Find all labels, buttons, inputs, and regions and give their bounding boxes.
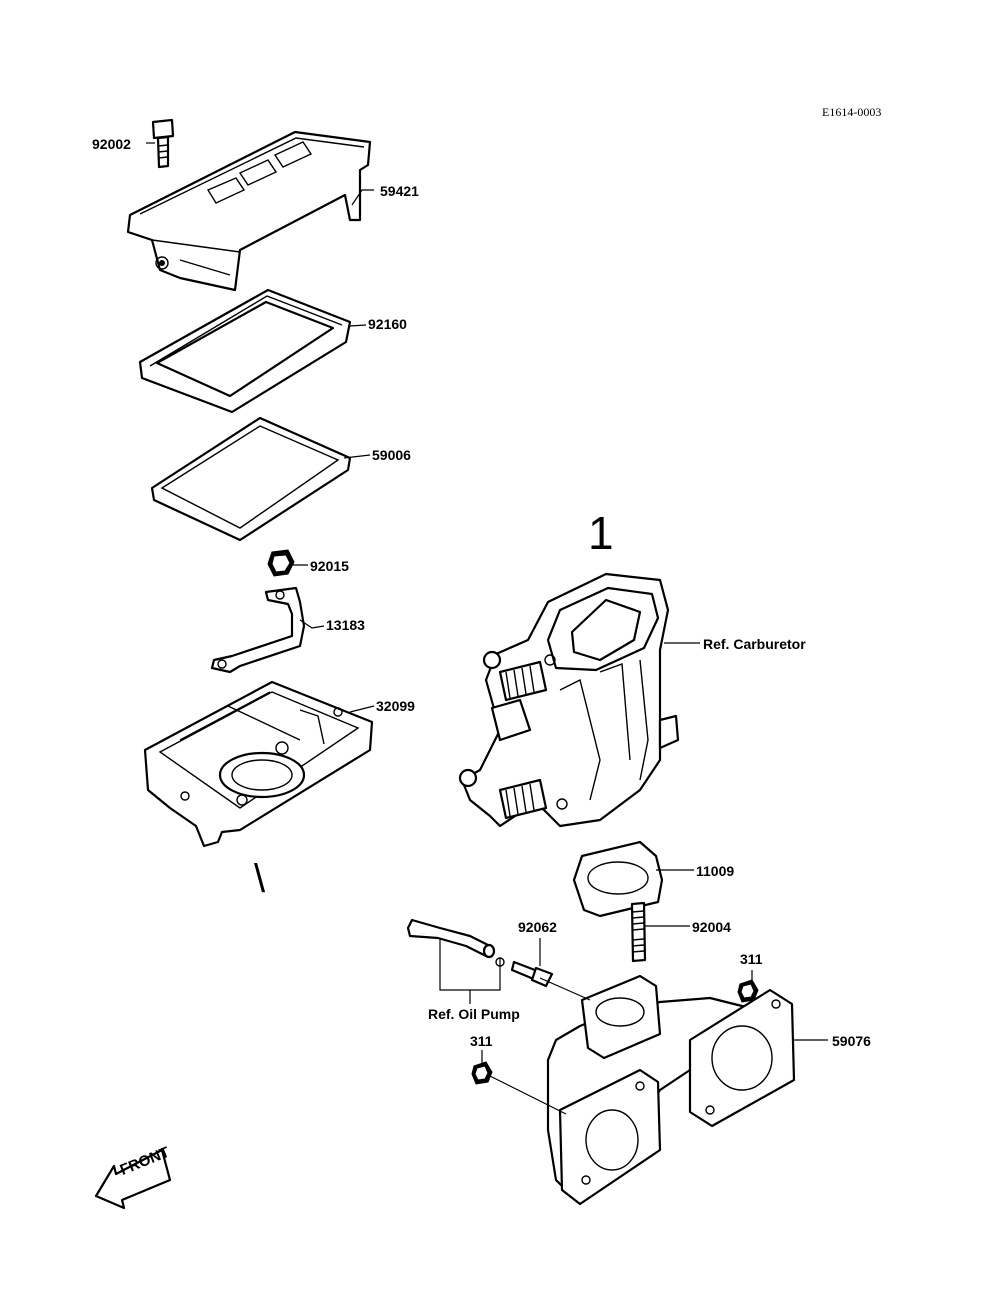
part-label-92015: 92015 [310,558,349,574]
carburetor-body [458,572,680,828]
gasket-92160 [138,288,352,414]
document-code: E1614-0003 [822,105,882,119]
part-label-92002: 92002 [92,136,131,152]
group-mark-1: 1 [588,507,614,559]
bolt-92002 [151,118,175,169]
nut-311-left [471,1061,493,1085]
part-label-11009: 11009 [696,863,735,879]
front-arrow [94,1148,172,1210]
part-label-311-left: 311 [470,1033,493,1049]
gasket-11009 [572,840,664,918]
part-label-92004: 92004 [692,919,731,935]
ref-carburetor-label: Ref. Carburetor [703,636,806,652]
part-label-311-right: 311 [740,951,763,967]
element-59006 [150,416,352,542]
part-label-32099: 32099 [376,698,415,714]
group-mark-2: \ [254,857,266,901]
nut-311-right [737,979,759,1003]
part-label-59006: 59006 [372,447,411,463]
nut-92015 [267,549,295,577]
bracket-13183 [210,586,306,674]
stud-92004 [630,901,647,963]
part-label-59421: 59421 [380,183,419,199]
oil-pump-hose [406,918,505,967]
cover-59421 [126,130,372,292]
part-label-92160: 92160 [368,316,407,332]
part-label-92062: 92062 [518,919,557,935]
part-label-13183: 13183 [326,617,365,633]
leader-lines [146,142,828,1115]
fitting-92062 [510,960,554,988]
ref-oil-pump-label: Ref. Oil Pump [428,1006,520,1022]
part-label-59076: 59076 [832,1033,871,1049]
base-32099 [143,680,374,848]
manifold-59076 [546,974,796,1206]
